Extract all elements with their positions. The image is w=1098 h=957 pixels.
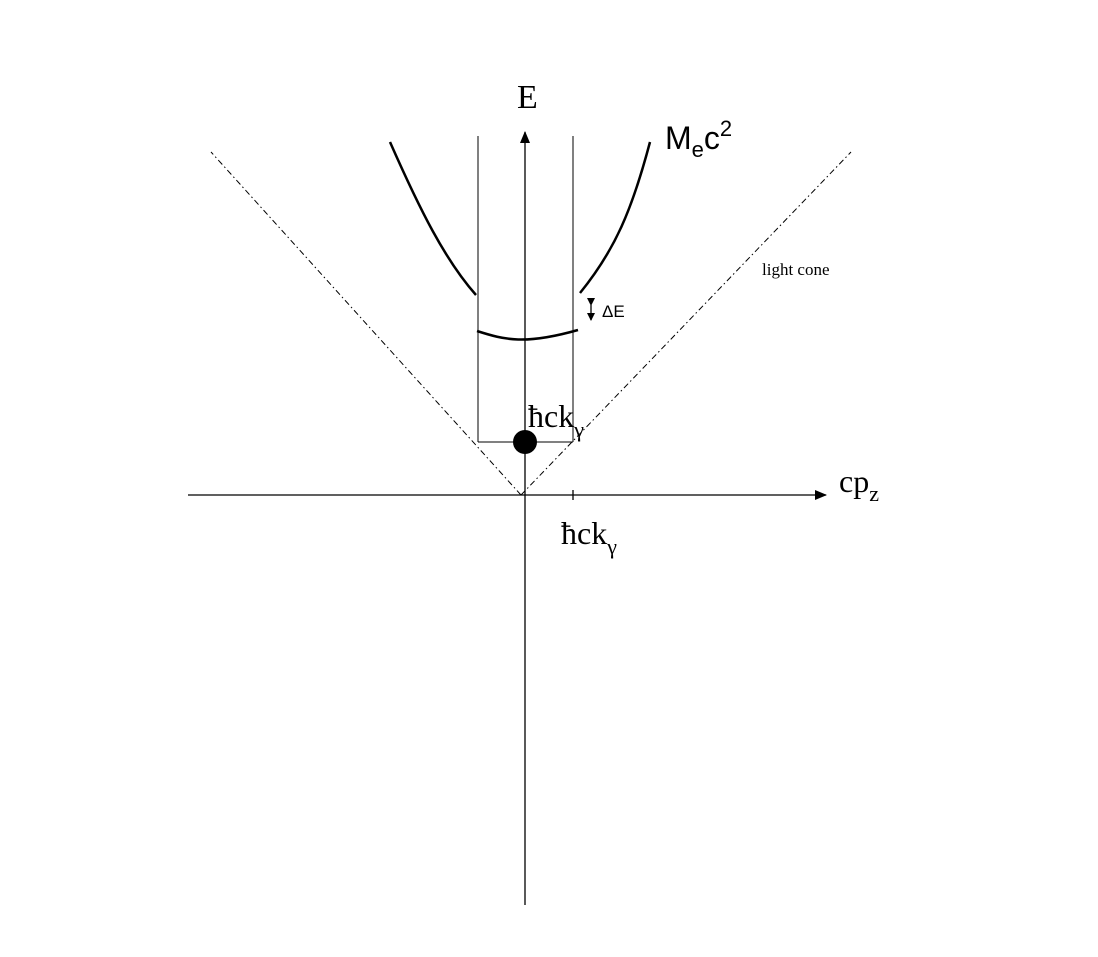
light-cone-left bbox=[210, 151, 522, 496]
upper-branch-left bbox=[388, 141, 477, 296]
photon-point-label: ħckγ bbox=[528, 398, 584, 442]
lower-branch bbox=[476, 328, 579, 341]
photon-point bbox=[513, 430, 537, 454]
x-axis-label: cpz bbox=[839, 463, 879, 506]
y-axis-label: E bbox=[517, 79, 538, 116]
light-cone-label: light cone bbox=[762, 260, 830, 279]
mass-label: Mec2 bbox=[665, 116, 732, 162]
light-cone-right bbox=[520, 151, 852, 496]
upper-branch-right bbox=[579, 141, 652, 294]
delta-e-label: ΔE bbox=[602, 302, 625, 321]
x-tick-label: ħckγ bbox=[561, 515, 617, 559]
